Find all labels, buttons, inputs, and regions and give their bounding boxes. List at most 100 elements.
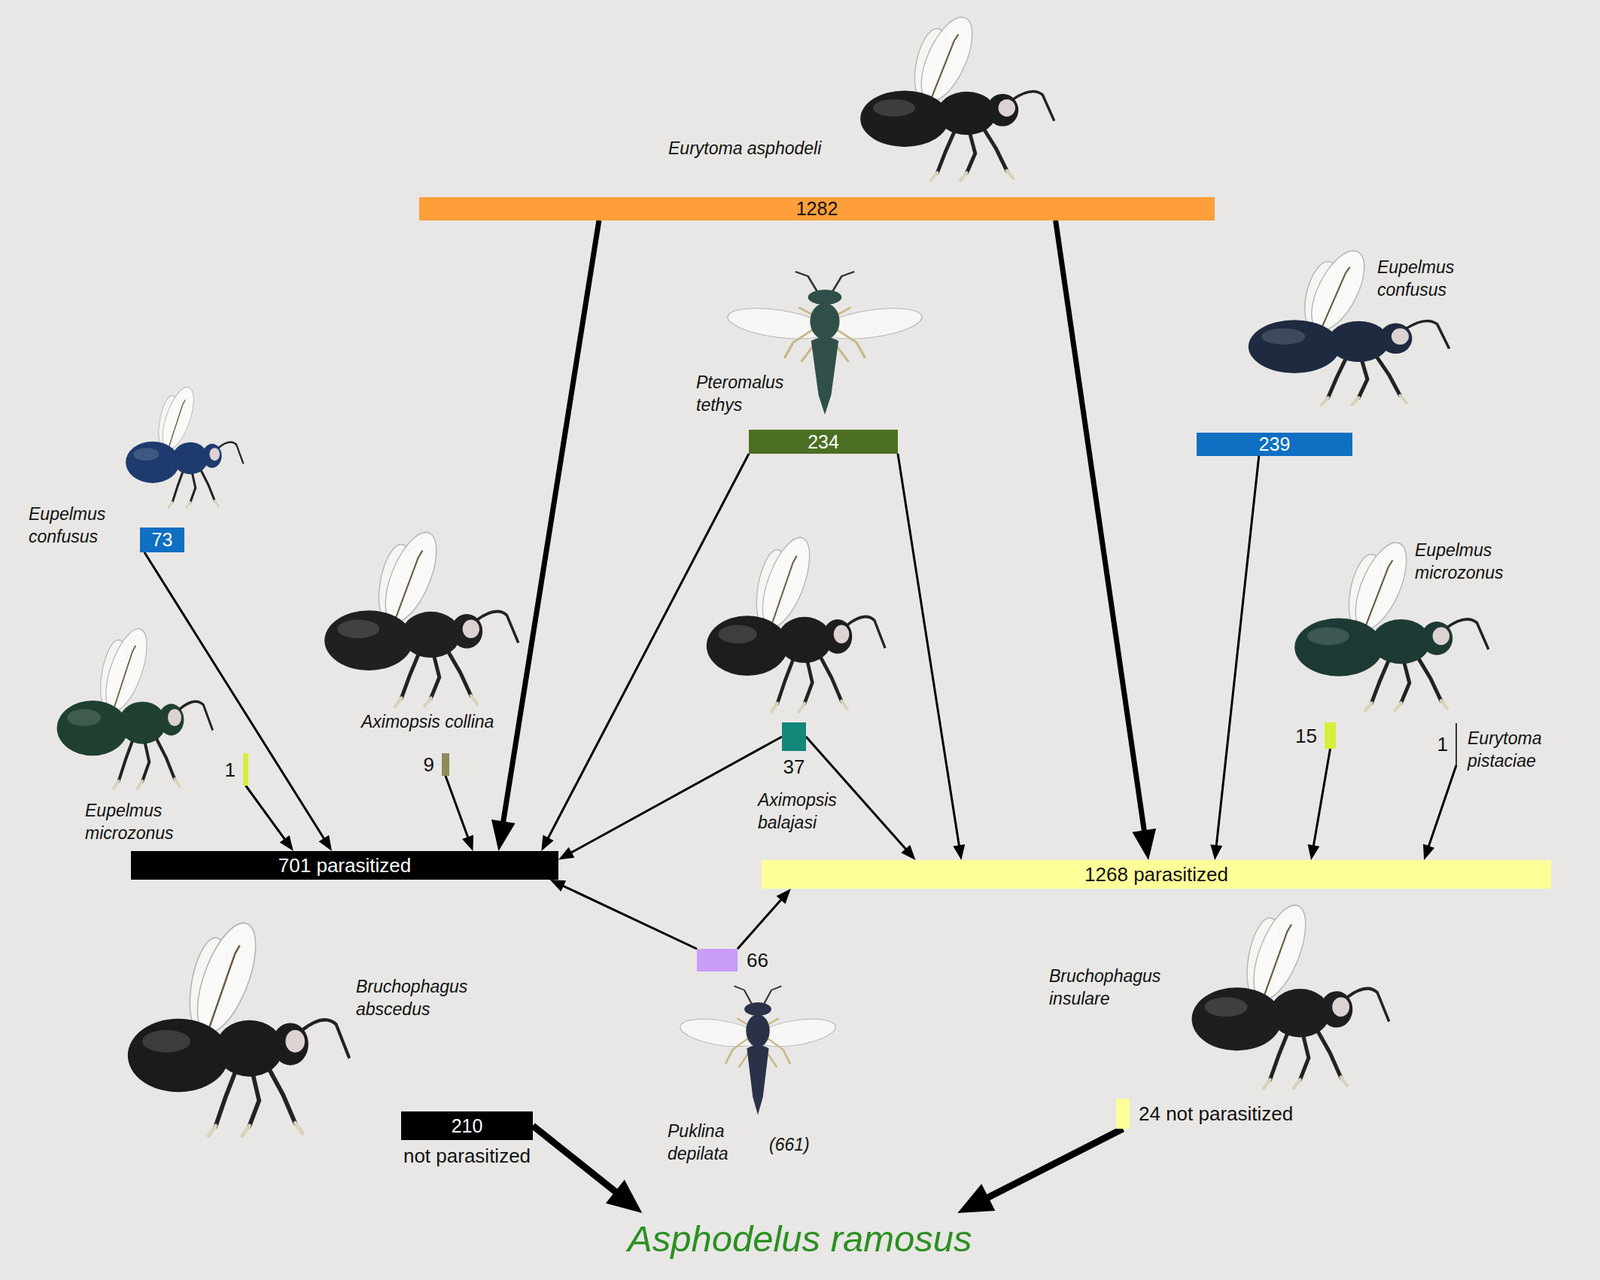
- arrow-head: [541, 835, 554, 852]
- species-name: Eupelmus confusus: [1377, 255, 1483, 302]
- count-number: 234: [807, 432, 840, 452]
- count-caption: 37: [783, 757, 806, 777]
- arrow-line: [547, 453, 749, 841]
- species-name: Eurytoma pistaciae: [1467, 726, 1573, 773]
- species-name: Puklina depilata: [667, 1119, 766, 1166]
- count-bar: 1268 parasitized: [761, 860, 1552, 889]
- count-bar: 73: [139, 527, 185, 553]
- arrow-line: [1313, 748, 1331, 849]
- arrow-head: [491, 819, 516, 852]
- arrow-head: [776, 888, 791, 904]
- species-name: Aximopsis collina: [361, 710, 494, 734]
- arrow-line: [560, 885, 697, 950]
- arrow-line: [897, 453, 960, 849]
- arrow-head: [1307, 844, 1321, 861]
- wasp-figure: [324, 524, 519, 706]
- count-number: 1282: [796, 199, 839, 219]
- parasitism-arrow: [737, 888, 791, 950]
- arrow-head: [319, 835, 332, 852]
- wasp-figure: [706, 529, 886, 712]
- arrow-line: [445, 775, 469, 840]
- parasitism-arrow: [246, 785, 294, 852]
- arrow-head: [900, 845, 916, 861]
- wasp-figure: [677, 985, 839, 1115]
- count-bar: 9: [441, 753, 450, 776]
- arrow-head: [550, 879, 567, 892]
- arrow-head: [279, 835, 294, 852]
- parasitism-arrow: [1210, 456, 1259, 861]
- species-name: Eupelmus microzonus: [1414, 538, 1521, 585]
- parasitism-arrow: [957, 1128, 1123, 1214]
- wasp-figure: [1294, 535, 1489, 712]
- parasitism-arrow: [1055, 220, 1156, 861]
- arrow-line: [737, 897, 783, 950]
- arrow-line: [246, 785, 287, 842]
- arrow-head: [1131, 828, 1156, 861]
- species-name: (661): [769, 1133, 810, 1156]
- count-number: 701 parasitized: [278, 855, 411, 876]
- arrow-line: [502, 220, 600, 828]
- arrow-line: [1216, 456, 1260, 849]
- count-bar: 37: [781, 722, 807, 752]
- arrow-line: [144, 552, 326, 841]
- wasp-figure: [860, 9, 1055, 181]
- parasitism-arrow: [550, 879, 697, 950]
- arrow-head: [1210, 844, 1223, 861]
- parasitism-arrow: [1423, 765, 1457, 861]
- wasp-figure: [127, 913, 350, 1137]
- species-name: Eupelmus microzonus: [85, 799, 198, 845]
- arrow-line: [568, 736, 782, 855]
- count-bar: 701 parasitized: [130, 851, 559, 880]
- arrow-head: [462, 834, 474, 852]
- parasitism-arrow: [1307, 748, 1331, 861]
- wasp-figure: [1192, 897, 1390, 1089]
- parasitism-arrow: [532, 1125, 642, 1214]
- count-number: 73: [152, 530, 174, 550]
- plant-name: Asphodelus ramosus: [624, 1213, 976, 1262]
- count-bar: 24 not parasitized: [1116, 1098, 1130, 1129]
- arrow-head: [957, 1183, 995, 1214]
- count-caption: 9: [423, 754, 435, 775]
- parasitism-arrow: [897, 453, 965, 861]
- species-name: Bruchophagus insulare: [1049, 964, 1170, 1010]
- count-bar: 1: [243, 753, 249, 786]
- count-caption: 24 not parasitized: [1138, 1104, 1293, 1124]
- species-name: Bruchophagus abscedus: [355, 975, 477, 1021]
- species-name: Pteromalus tethys: [696, 371, 798, 417]
- count-caption: not parasitized: [403, 1146, 531, 1166]
- plant-name-text: Asphodelus ramosus: [624, 1213, 976, 1262]
- count-caption: 1: [1437, 734, 1448, 755]
- wasp-figure: [125, 381, 244, 508]
- count-caption: 1: [225, 760, 236, 780]
- arrow-head: [558, 847, 575, 861]
- parasitism-arrow: [445, 775, 474, 852]
- arrow-line: [982, 1128, 1123, 1201]
- arrow-head: [952, 844, 965, 861]
- count-number: 239: [1259, 434, 1291, 454]
- count-bar: 1: [1455, 723, 1458, 766]
- arrow-head: [1423, 843, 1435, 861]
- arrow-line: [532, 1125, 621, 1196]
- wasp-figure: [57, 621, 213, 789]
- parasitism-arrow: [541, 453, 749, 852]
- count-caption: 15: [1295, 726, 1318, 746]
- count-caption: 66: [746, 950, 769, 971]
- arrow-head: [605, 1180, 642, 1214]
- arrow-line: [1427, 765, 1457, 849]
- parasitism-arrow: [558, 736, 782, 860]
- count-bar: 15: [1324, 722, 1336, 749]
- count-bar: 66: [696, 949, 738, 972]
- count-bar: 234: [748, 429, 898, 454]
- parasitism-arrow: [491, 220, 600, 852]
- species-name: Eurytoma asphodeli: [668, 136, 822, 160]
- wasp-figure: [723, 271, 926, 415]
- count-bar: 239: [1196, 432, 1353, 457]
- count-number: 210: [451, 1116, 484, 1136]
- count-bar: 210not parasitized: [401, 1111, 533, 1141]
- arrow-line: [1055, 220, 1146, 837]
- count-number: 1268 parasitized: [1084, 864, 1229, 885]
- species-name: Eupelmus confusus: [28, 502, 127, 548]
